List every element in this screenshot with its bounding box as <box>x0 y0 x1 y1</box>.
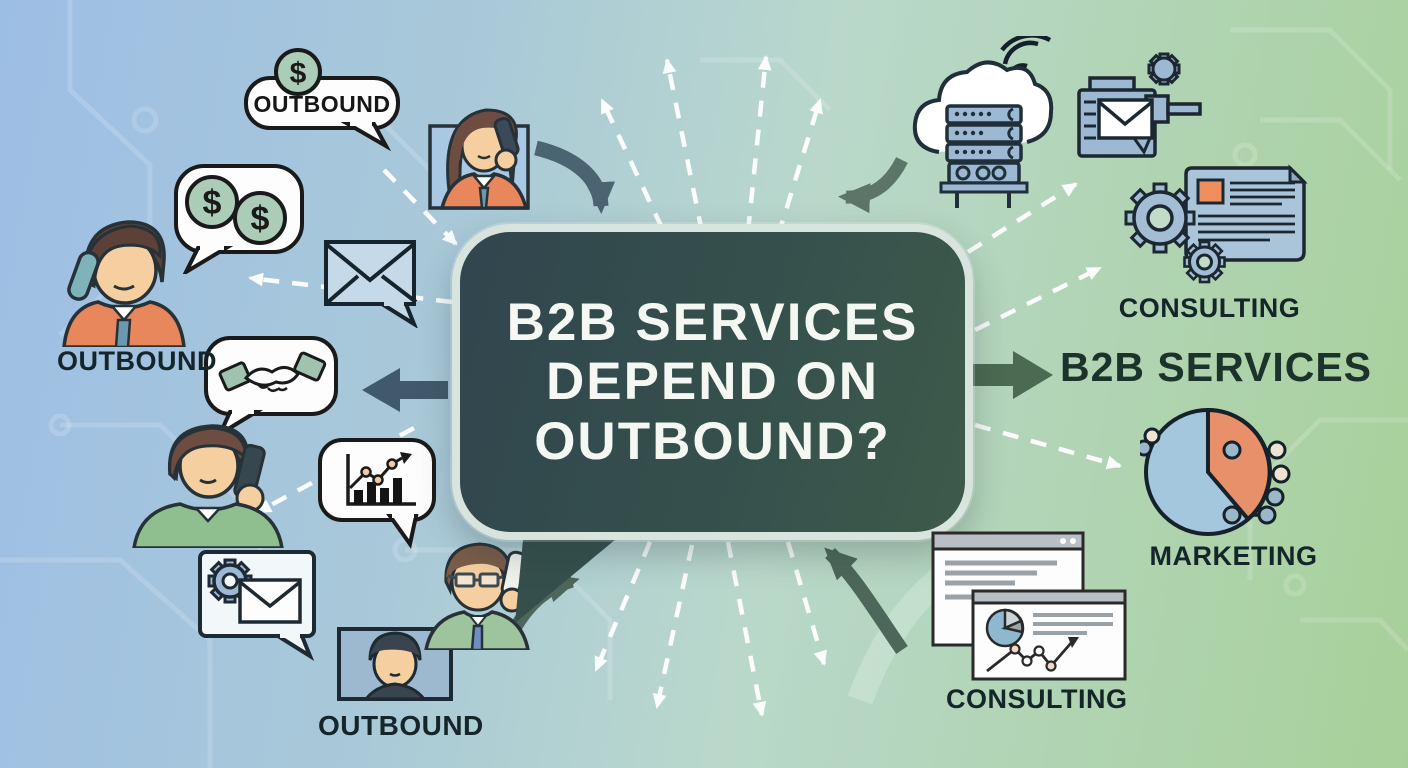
pie-chart-network-icon <box>1140 407 1291 536</box>
marketing-label: MARKETING <box>1149 541 1318 571</box>
bubble-line-3: OUTBOUND? <box>534 411 891 471</box>
center-question-bubble: B2B SERVICES DEPEND ON OUTBOUND? <box>452 224 973 540</box>
center-bubble-tail <box>515 519 640 623</box>
portrait-frame-caller <box>337 627 453 701</box>
browser-window-back <box>931 531 1085 647</box>
envelope-message-bubble <box>324 240 418 328</box>
handshake-deal-bubble <box>204 336 338 438</box>
mobile-caller-icon <box>132 424 284 548</box>
glasses-icon <box>447 572 507 588</box>
solid-arrow-left <box>362 368 448 412</box>
consulting-right-label: CONSULTING <box>1118 293 1301 323</box>
b2b-services-label: B2B SERVICES <box>1060 344 1373 390</box>
dollar-sign: $ <box>290 57 307 90</box>
curved-arrow-from-cloud <box>838 156 908 214</box>
mail-printer-icon <box>1077 52 1202 158</box>
dollar-coin-icon: $ <box>274 48 322 96</box>
dollar-coin-icon: $ <box>185 175 239 229</box>
growth-chart-bubble <box>318 438 436 549</box>
glasses-caller-icon <box>424 542 530 650</box>
cloud-server-stack-icon <box>912 36 1054 208</box>
gears-document-icon <box>1124 164 1308 284</box>
bubble-line-2: DEPEND ON <box>545 352 880 412</box>
document-icon <box>1184 164 1308 262</box>
outbound-bottom-label: OUTBOUND <box>318 710 484 741</box>
mini-line-chart-icon <box>986 637 1079 673</box>
money-chat-bubble: $ $ <box>174 164 304 274</box>
call-agent-headset-icon <box>62 220 186 347</box>
gear-mail-bubble <box>198 550 316 661</box>
gear-icon <box>1147 52 1181 86</box>
browser-window-front <box>971 589 1127 681</box>
curved-arrow-bottom-right <box>824 547 908 654</box>
svg-text:$: $ <box>203 184 222 222</box>
envelope-icon <box>1097 98 1154 156</box>
outbound-left-label: OUTBOUND <box>57 346 217 376</box>
solid-arrow-right <box>963 351 1053 399</box>
gear-icon <box>1183 240 1226 284</box>
bubble-line-1: B2B SERVICES <box>506 292 919 352</box>
gear-icon <box>1124 182 1196 254</box>
consulting-bottom-label: CONSULTING <box>946 684 1128 714</box>
server-rack-icon <box>939 104 1029 208</box>
svg-text:$: $ <box>251 200 270 238</box>
analytics-windows-icon <box>931 531 1127 681</box>
mini-pie-chart-icon <box>985 608 1025 648</box>
outbound-chat-bubble: $ OUTBOUND <box>244 48 400 151</box>
envelope-icon <box>238 578 302 624</box>
outbound-top-label: OUTBOUND <box>254 91 391 117</box>
video-frame-caller <box>428 108 530 210</box>
curved-arrow-from-top-caller <box>534 140 616 214</box>
dollar-coin-icon: $ <box>233 191 287 245</box>
